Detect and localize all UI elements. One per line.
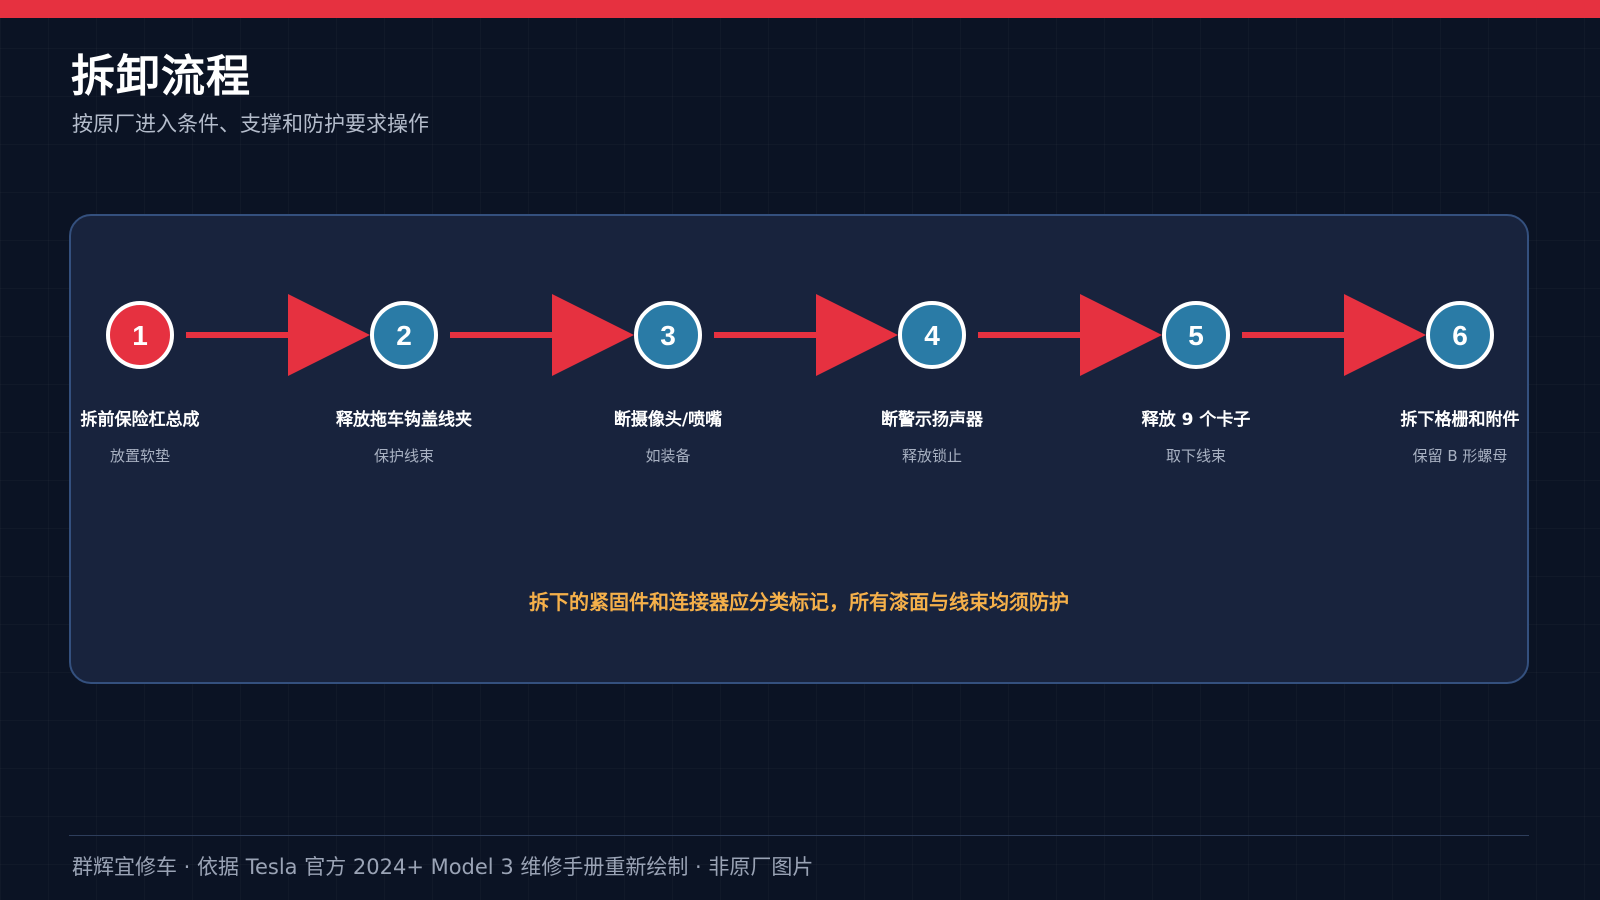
step-node-5: 5 <box>1162 301 1230 369</box>
step-circle <box>634 301 702 369</box>
step-description: 放置软垫 <box>109 447 170 465</box>
step-number: 2 <box>396 320 412 351</box>
step-title: 断警示扬声器 <box>881 410 983 430</box>
step-node-6: 6 <box>1426 301 1494 369</box>
step-circle <box>106 301 174 369</box>
step-node-2: 2 <box>370 301 438 369</box>
step-description: 释放锁止 <box>901 447 962 465</box>
connector-arrowhead-3 <box>816 294 898 376</box>
step-number: 3 <box>660 320 676 351</box>
step-node-3: 3 <box>634 301 702 369</box>
step-number: 4 <box>924 320 940 351</box>
step-circle <box>898 301 966 369</box>
step-node-1: 1 <box>106 301 174 369</box>
connector-arrowhead-1 <box>288 294 370 376</box>
connector-arrowhead-2 <box>552 294 634 376</box>
step-circle <box>370 301 438 369</box>
step-description: 保留 B 形螺母 <box>1412 447 1508 465</box>
top-accent-bar <box>0 0 1600 18</box>
step-description: 如装备 <box>645 447 691 465</box>
step-node-4: 4 <box>898 301 966 369</box>
step-description: 取下线束 <box>1165 447 1226 465</box>
step-circle <box>1426 301 1494 369</box>
step-title: 释放 9 个卡子 <box>1141 410 1251 430</box>
step-description: 保护线束 <box>373 447 434 465</box>
step-number: 1 <box>132 320 148 351</box>
step-number: 6 <box>1452 320 1468 351</box>
page-subtitle: 按原厂进入条件、支撑和防护要求操作 <box>72 112 429 136</box>
step-title: 拆下格栅和附件 <box>1400 410 1520 430</box>
footer-credit: 群辉宜修车 · 依据 Tesla 官方 2024+ Model 3 维修手册重新… <box>72 855 814 879</box>
step-circle <box>1162 301 1230 369</box>
footer-divider <box>69 835 1529 836</box>
connector-arrowhead-4 <box>1080 294 1162 376</box>
process-note: 拆下的紧固件和连接器应分类标记，所有漆面与线束均须防护 <box>529 590 1069 614</box>
page-title: 拆卸流程 <box>71 51 251 102</box>
step-number: 5 <box>1188 320 1204 351</box>
step-title: 断摄像头/喷嘴 <box>613 410 723 430</box>
process-panel <box>69 214 1529 684</box>
connector-arrowhead-5 <box>1344 294 1426 376</box>
step-title: 拆前保险杠总成 <box>80 410 200 430</box>
step-title: 释放拖车钩盖线夹 <box>336 410 472 430</box>
